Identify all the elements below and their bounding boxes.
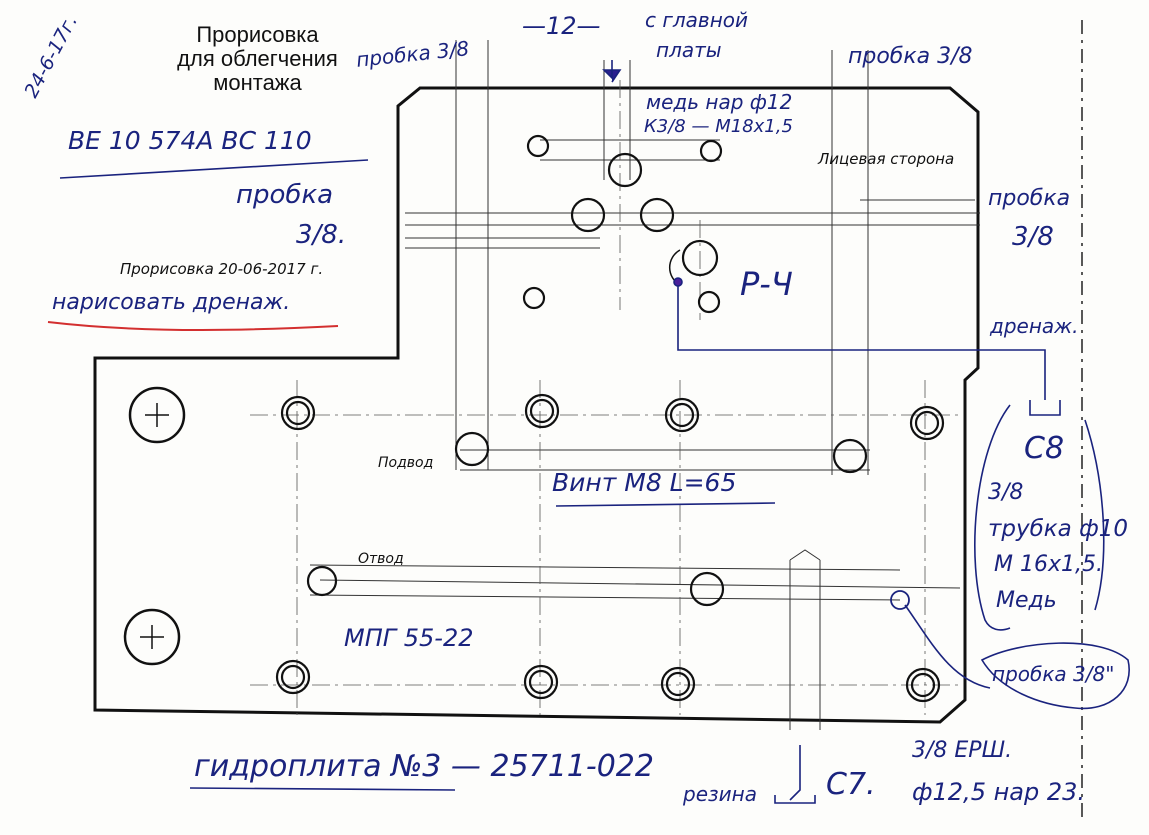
dim-12: —12— — [522, 12, 601, 40]
screw-note: Винт М8 L=65 — [552, 468, 737, 497]
tube-note-1: трубка ф10 — [988, 516, 1129, 542]
part-code: ВЕ 10 574А ВС 110 — [68, 126, 312, 155]
channels — [309, 40, 980, 730]
title-line-2: для облегчения — [177, 46, 338, 71]
ports — [306, 134, 910, 610]
draw-drain-note: нарисовать дренаж. — [52, 290, 291, 315]
c8-label: С8 — [1024, 431, 1065, 466]
c8-size: 3/8 — [988, 480, 1024, 505]
outlet-label: Отвод — [358, 551, 404, 567]
title-line-3: монтажа — [213, 70, 302, 95]
bolt-holes — [275, 393, 945, 703]
bottom-title: гидроплита №3 — 25711-022 — [194, 749, 654, 784]
from-main-plate-1: с главной — [645, 8, 748, 32]
plug-right-mid-2: 3/8 — [1012, 222, 1054, 252]
copper-note-1: медь нар ф12 — [646, 90, 793, 114]
inlet-label: Подвод — [378, 455, 434, 471]
c7-note-2: ф12,5 нар 23. — [912, 778, 1086, 806]
tube-note-3: Медь — [996, 588, 1057, 613]
ink-marks — [59, 60, 1130, 804]
c7-note-1: 3/8 ЕРШ. — [912, 738, 1013, 763]
title-line-1: Прорисовка — [196, 22, 319, 47]
tube-note-2: М 16х1,5. — [994, 552, 1103, 577]
from-main-plate-2: платы — [656, 38, 722, 62]
title: Прорисовка для облегчения монтажа — [160, 24, 355, 94]
plate-outline — [93, 86, 980, 724]
rubber-label: резина — [683, 782, 757, 806]
plug-left-mid-1: пробка — [236, 180, 334, 210]
center-lines — [250, 80, 960, 715]
red-underline — [47, 321, 339, 331]
c7-label: С7. — [826, 767, 876, 802]
copper-note-2: К3/8 — М18х1,5 — [644, 116, 793, 137]
port-p4-label: Р-Ч — [740, 265, 793, 303]
mpg-label: МПГ 55-22 — [344, 624, 474, 652]
face-side-label: Лицевая сторона — [818, 150, 955, 168]
plug-bottom-right: пробка 3/8" — [992, 662, 1115, 686]
drain-label: дренаж. — [990, 314, 1079, 338]
plug-left-mid-2: 3/8. — [296, 220, 347, 250]
plug-right-top: пробка 3/8 — [848, 44, 973, 69]
mounting-holes — [123, 386, 186, 666]
drawing-date: Прорисовка 20-06-2017 г. — [120, 260, 324, 278]
plug-right-mid-1: пробка — [988, 186, 1071, 211]
